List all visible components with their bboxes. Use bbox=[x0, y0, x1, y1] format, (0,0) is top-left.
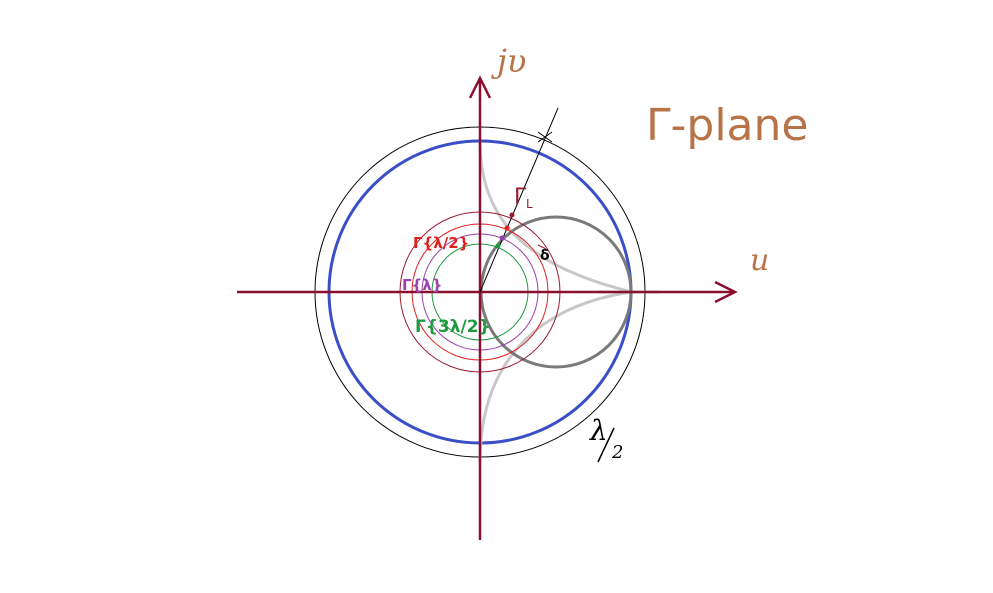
imag-axis-label: jυ bbox=[491, 42, 526, 80]
half-wave-label: λ bbox=[589, 414, 608, 447]
gamma-three-lambda-half-label: Γ{3λ/2} bbox=[415, 317, 491, 337]
cusp-curve-lower bbox=[478, 290, 633, 463]
gamma-lambda-label: Γ{λ} bbox=[402, 276, 442, 294]
gamma-L-sub: L bbox=[526, 197, 533, 211]
radial-line bbox=[479, 107, 559, 293]
real-axis-arrow bbox=[714, 280, 738, 304]
half-wave-denominator: 2 bbox=[611, 442, 623, 463]
point-red bbox=[504, 225, 510, 231]
radial-marker bbox=[537, 131, 553, 143]
title: Γ-plane bbox=[646, 100, 808, 151]
real-axis-label: u bbox=[750, 243, 769, 278]
delta-arc bbox=[537, 244, 547, 250]
point-green bbox=[495, 243, 501, 249]
cusp-curve-upper bbox=[478, 140, 633, 294]
gamma-lambda-half-label: Γ{λ/2} bbox=[413, 234, 469, 252]
gamma-L-label: Γ bbox=[514, 185, 527, 210]
point-purple bbox=[499, 235, 505, 241]
half-wave-slash bbox=[597, 427, 615, 463]
point-gamma-L bbox=[509, 212, 515, 218]
imag-axis-arrow bbox=[468, 75, 492, 99]
delta-label: δ bbox=[540, 248, 550, 264]
